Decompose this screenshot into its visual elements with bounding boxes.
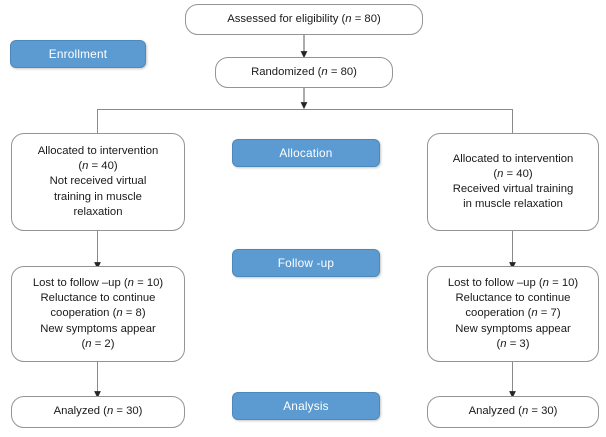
node-assessed-for-eligibility[interactable]: Assessed for eligibility (n = 80)	[185, 4, 423, 35]
stage-label-allocation[interactable]: Allocation	[232, 139, 380, 167]
stage-allocation-text: Allocation	[279, 146, 333, 160]
node-randomized-label: Randomized (n = 80)	[251, 65, 357, 78]
node-followup-left-label: Lost to follow –up (n = 10) Reluctance t…	[32, 276, 164, 350]
node-allocated-right-label: Allocated to intervention (n = 40) Recei…	[452, 152, 574, 211]
stage-label-analysis[interactable]: Analysis	[232, 392, 380, 420]
node-followup-right[interactable]: Lost to follow –up (n = 10) Reluctance t…	[427, 266, 599, 362]
stage-followup-text: Follow -up	[277, 256, 335, 270]
stage-label-enrollment[interactable]: Enrollment	[10, 40, 146, 68]
node-analyzed-right-label: Analyzed (n = 30)	[468, 405, 558, 418]
stage-enrollment-text: Enrollment	[48, 47, 108, 61]
node-followup-right-label: Lost to follow –up (n = 10) Reluctance t…	[447, 276, 579, 350]
node-analyzed-left-label: Analyzed (n = 30)	[53, 405, 143, 418]
node-allocated-left[interactable]: Allocated to intervention (n = 40) Not r…	[11, 133, 185, 231]
node-assessed-label: Assessed for eligibility (n = 80)	[227, 12, 381, 25]
node-analyzed-left[interactable]: Analyzed (n = 30)	[11, 396, 185, 428]
stage-analysis-text: Analysis	[283, 399, 329, 413]
node-randomized[interactable]: Randomized (n = 80)	[215, 57, 393, 88]
node-allocated-right[interactable]: Allocated to intervention (n = 40) Recei…	[427, 133, 599, 231]
stage-label-followup[interactable]: Follow -up	[232, 249, 380, 277]
node-allocated-left-label: Allocated to intervention (n = 40) Not r…	[37, 144, 159, 218]
node-analyzed-right[interactable]: Analyzed (n = 30)	[427, 396, 599, 428]
node-followup-left[interactable]: Lost to follow –up (n = 10) Reluctance t…	[11, 266, 185, 362]
